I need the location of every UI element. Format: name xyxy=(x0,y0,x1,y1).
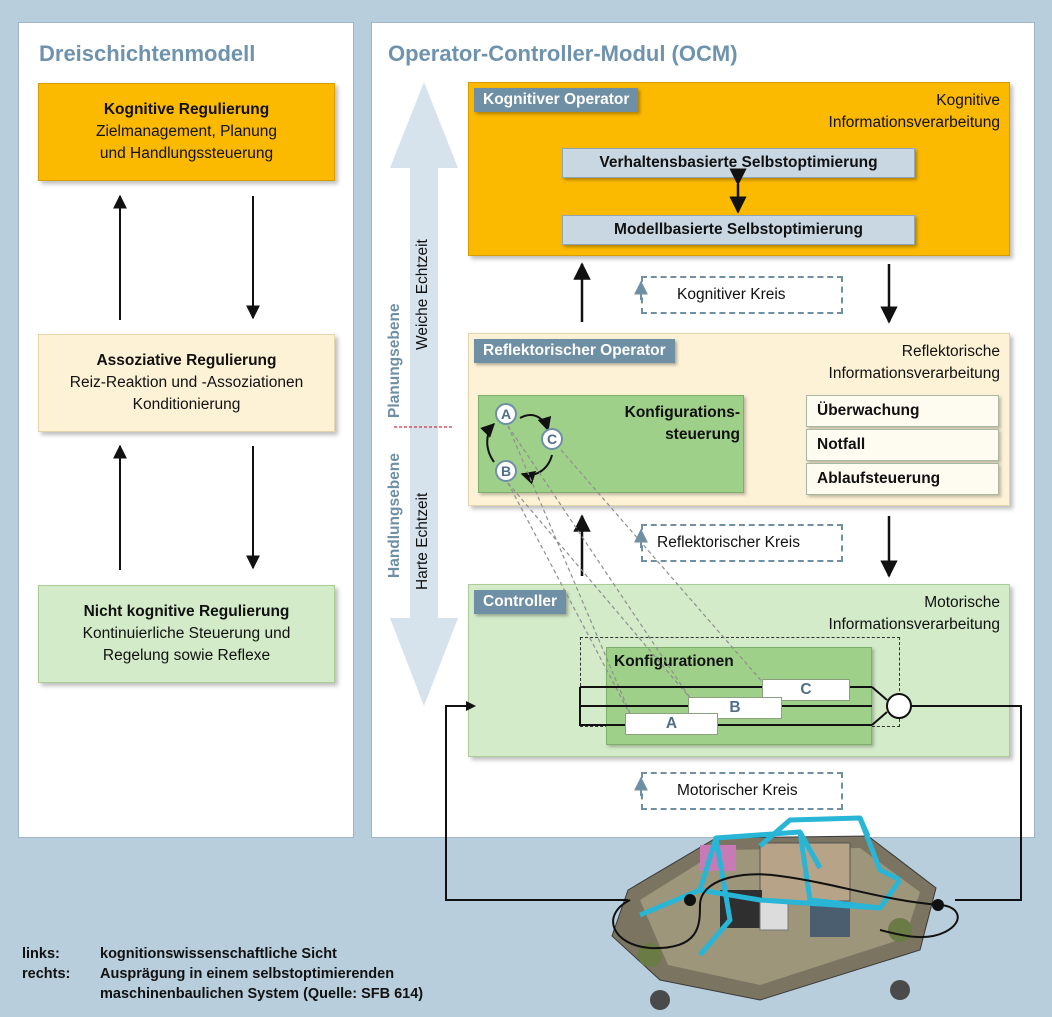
ablaufsteuerung-box: Ablaufsteuerung xyxy=(806,463,999,495)
state-a-circle: A xyxy=(495,403,517,425)
state-machine-arrows xyxy=(480,414,553,485)
state-c-circle: C xyxy=(541,428,563,450)
nicht-kognitive-regulierung-title: Nicht kognitive Regulierung xyxy=(83,603,290,620)
kognitive-regulierung-line1: Zielmanagement, Planung xyxy=(96,123,277,140)
motorische-info-label: Motorische Informationsverarbeitung xyxy=(760,592,1000,636)
assoziative-regulierung-line1: Reiz-Reaktion und -Assoziationen xyxy=(69,374,304,391)
reflektorischer-operator-tag: Reflektorischer Operator xyxy=(474,339,675,363)
state-config-links xyxy=(507,425,766,719)
verhaltensbasierte-selbstoptimierung-box: Verhaltensbasierte Selbstoptimierung xyxy=(562,148,915,178)
footer-links-row: links: kognitionswissenschaftliche Sicht xyxy=(22,944,423,964)
footer-rechts-label: rechts: xyxy=(22,966,71,982)
kognitive-info-label: Kognitive Informationsverarbeitung xyxy=(760,90,1000,134)
kognitive-regulierung-line2: und Handlungssteuerung xyxy=(99,145,274,162)
reflektorische-info-line1: Reflektorische xyxy=(901,343,1000,360)
motorische-info-line2: Informationsverarbeitung xyxy=(828,616,1000,633)
notfall-box: Notfall xyxy=(806,429,999,461)
nicht-kognitive-regulierung-box: Nicht kognitive Regulierung Kontinuierli… xyxy=(38,585,335,683)
footer-links-label: links: xyxy=(22,946,60,962)
vehicle-cable-loop xyxy=(612,873,959,950)
footer-rechts-line2: maschinenbaulichen System (Quelle: SFB 6… xyxy=(100,986,424,1002)
controller-tag: Controller xyxy=(474,590,567,614)
footer-rechts-row2: maschinenbaulichen System (Quelle: SFB 6… xyxy=(22,984,423,1004)
reflektorischer-kreis-label: Reflektorischer Kreis xyxy=(641,524,843,562)
kognitive-regulierung-box: Kognitive Regulierung Zielmanagement, Pl… xyxy=(38,83,335,181)
vehicle-frame xyxy=(639,815,903,957)
state-b-circle: B xyxy=(495,460,517,482)
config-a-box: A xyxy=(625,713,718,735)
footer-rechts-line1: Ausprägung in einem selbstoptimierenden xyxy=(100,966,395,982)
modellbasierte-selbstoptimierung-box: Modellbasierte Selbstoptimierung xyxy=(562,215,915,245)
kognitiver-operator-tag: Kognitiver Operator xyxy=(474,88,639,112)
konfigurationssteuerung-label: Konfigurations- steuerung xyxy=(600,402,740,446)
konfigurationssteuerung-line2: steuerung xyxy=(665,426,740,443)
kognitive-info-line1: Kognitive xyxy=(936,92,1000,109)
kognitive-info-line2: Informationsverarbeitung xyxy=(828,114,1000,131)
kognitive-regulierung-title: Kognitive Regulierung xyxy=(103,101,270,118)
assoziative-regulierung-line2: Konditionierung xyxy=(132,396,241,413)
footer-links-text: kognitionswissenschaftliche Sicht xyxy=(100,946,337,962)
motorischer-kreis-label: Motorischer Kreis xyxy=(641,772,843,810)
footer-rechts-row: rechts: Ausprägung in einem selbstoptimie… xyxy=(22,964,423,984)
footer-legend: links:kognitionswissenschaftliche Sicht … xyxy=(22,944,423,1004)
right-panel-title: Operator-Controller-Modul (OCM) xyxy=(388,41,738,66)
ueberwachung-box: Überwachung xyxy=(806,395,999,427)
assoziative-regulierung-title: Assoziative Regulierung xyxy=(96,352,277,369)
left-panel-title: Dreischichtenmodell xyxy=(39,41,256,66)
reflektorische-info-label: Reflektorische Informationsverarbeitung xyxy=(760,341,1000,385)
konfigurationen-label: Konfigurationen xyxy=(614,653,734,670)
motorische-info-line1: Motorische xyxy=(924,594,1000,611)
reflektorische-info-line2: Informationsverarbeitung xyxy=(828,365,1000,382)
nicht-kognitive-regulierung-line2: Regelung sowie Reflexe xyxy=(102,647,271,664)
nicht-kognitive-regulierung-line1: Kontinuierliche Steuerung und xyxy=(82,625,291,642)
assoziative-regulierung-box: Assoziative Regulierung Reiz-Reaktion un… xyxy=(38,334,335,432)
config-c-box: C xyxy=(762,679,850,701)
konfigurationssteuerung-line1: Konfigurations- xyxy=(624,404,740,421)
controller-input-arrowhead xyxy=(466,701,476,711)
